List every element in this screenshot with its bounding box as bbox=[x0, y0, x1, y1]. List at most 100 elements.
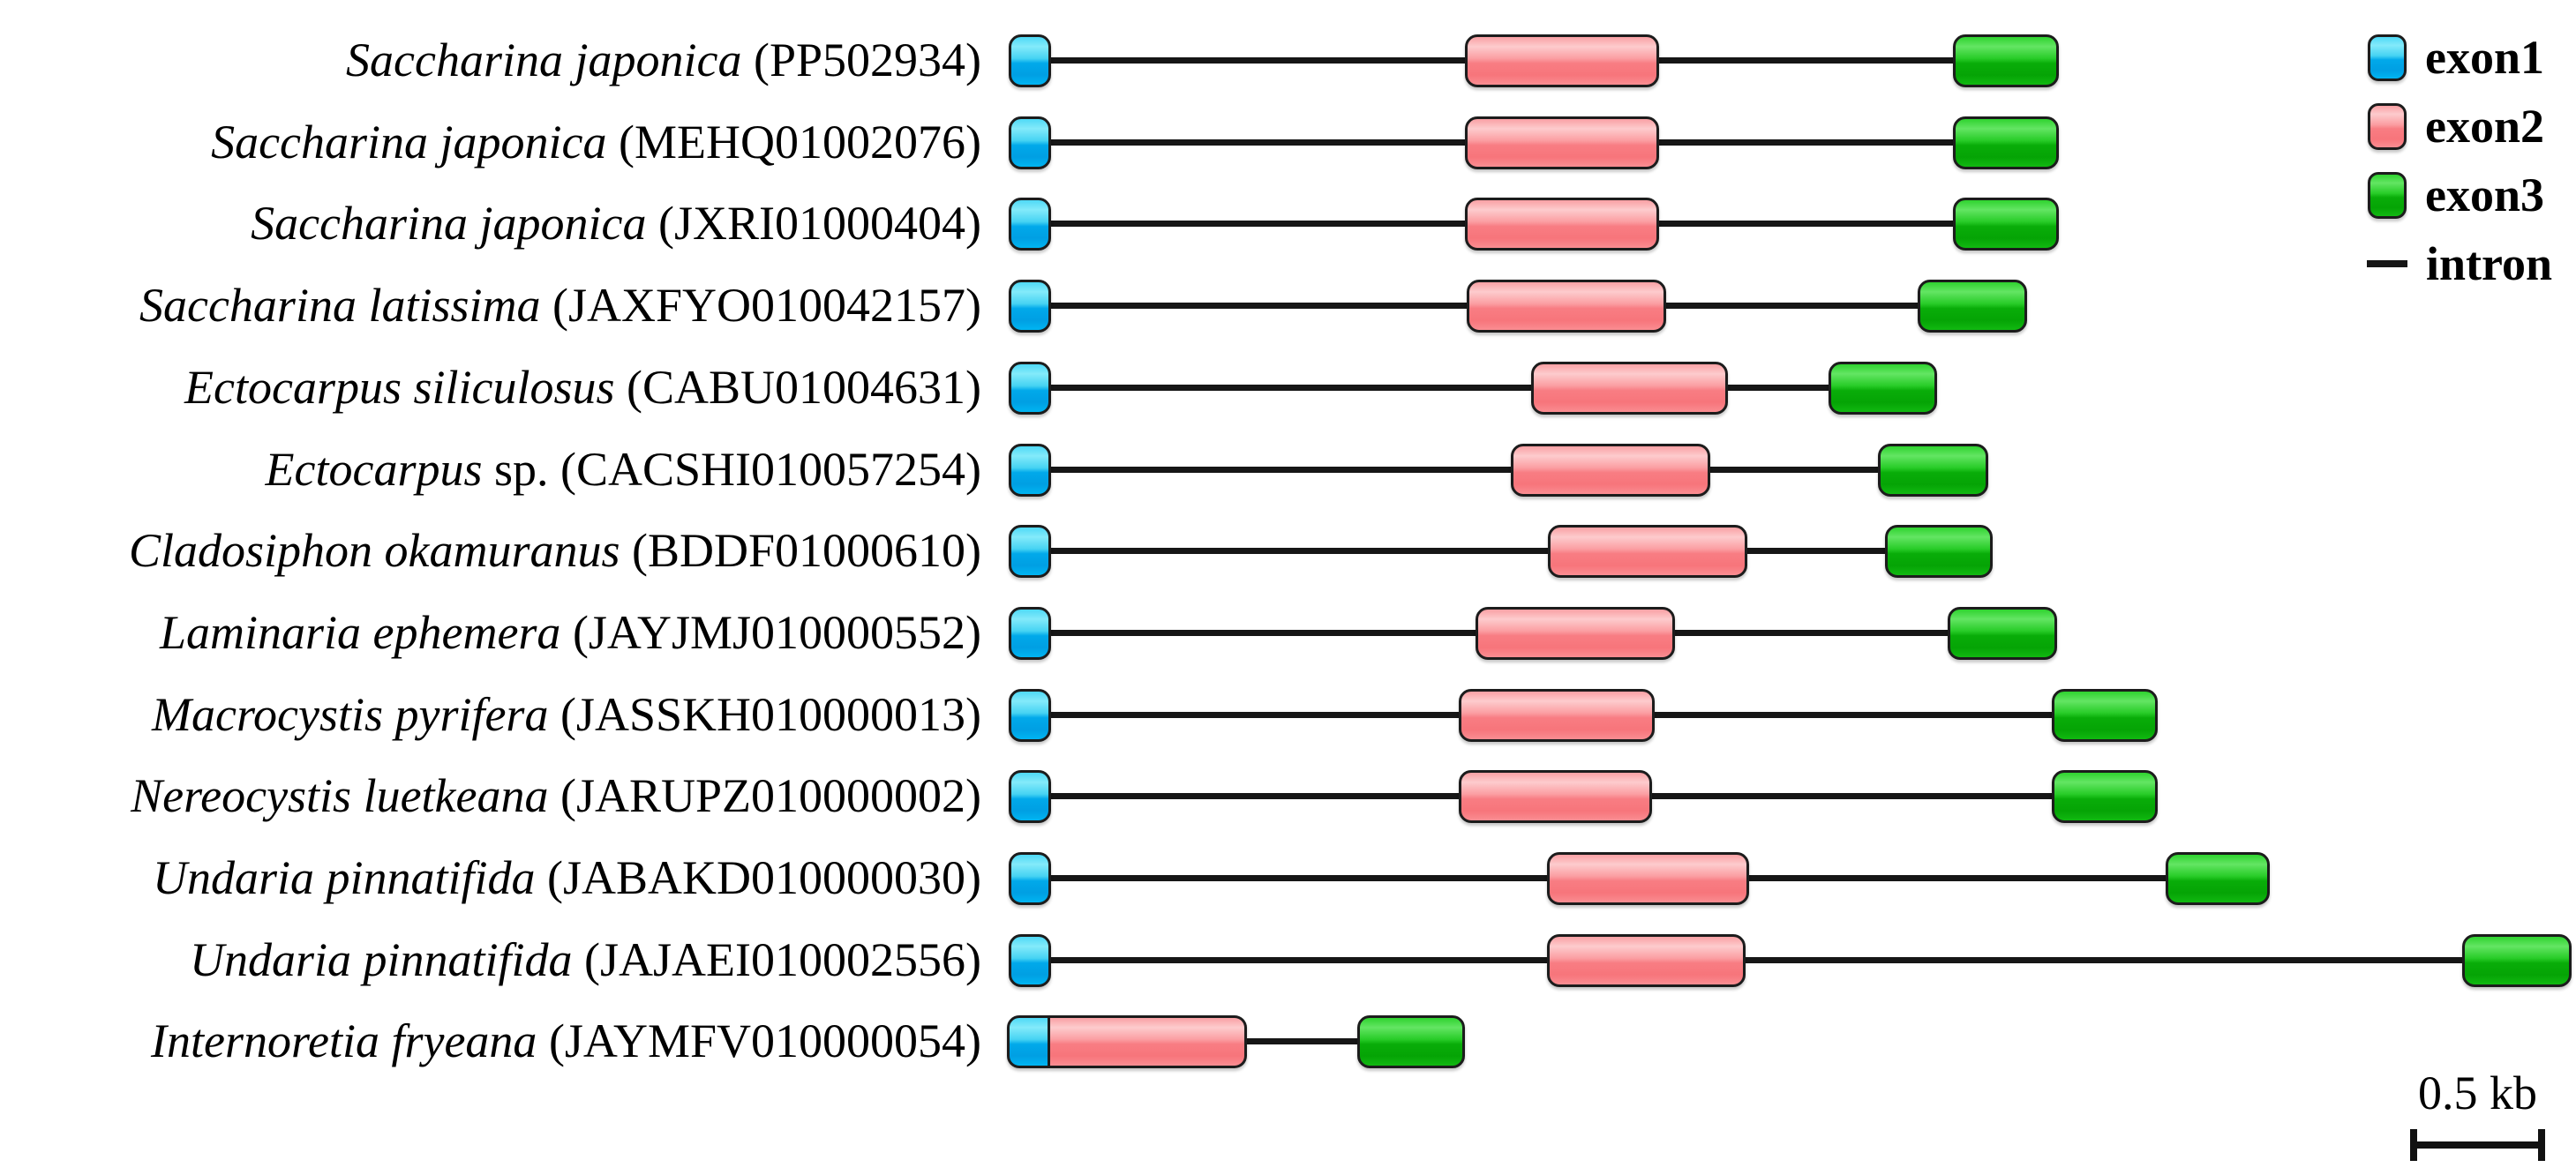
gene-row: Saccharina japonica (JXRI01000404) bbox=[0, 183, 2576, 265]
intron-line bbox=[1049, 221, 1467, 227]
exon2-block bbox=[1465, 198, 1659, 251]
species-name: Undaria pinnatifida bbox=[190, 933, 573, 986]
gene-row: Undaria pinnatifida (JABAKD010000030) bbox=[0, 837, 2576, 919]
species-name: Internoretia fryeana bbox=[151, 1014, 537, 1067]
legend-label-exon3: exon3 bbox=[2425, 168, 2544, 221]
intron-line bbox=[1664, 303, 1919, 309]
exon3-block bbox=[1953, 198, 2059, 251]
species-label: Cladosiphon okamuranus (BDDF01000610) bbox=[0, 510, 981, 592]
accession-number: (JAYJMJ010000552) bbox=[560, 606, 981, 659]
exon3-block bbox=[1948, 607, 2057, 660]
species-name: Saccharina japonica bbox=[251, 197, 647, 250]
gene-row: Saccharina japonica (MEHQ01002076) bbox=[0, 101, 2576, 183]
exon3-block bbox=[1918, 280, 2027, 333]
species-name: Ectocarpus bbox=[265, 443, 483, 496]
exon2-block bbox=[1465, 34, 1659, 87]
species-label: Internoretia fryeana (JAYMFV010000054) bbox=[0, 1000, 981, 1082]
species-label: Saccharina japonica (PP502934) bbox=[0, 19, 981, 101]
gene-row: Cladosiphon okamuranus (BDDF01000610) bbox=[0, 510, 2576, 592]
intron-dash-icon bbox=[2367, 260, 2407, 267]
legend-item-exon3: exon3 bbox=[2368, 170, 2544, 220]
exon1-block bbox=[1009, 444, 1051, 497]
legend-label-intron: intron bbox=[2426, 237, 2553, 290]
accession-number: (PP502934) bbox=[741, 34, 981, 86]
species-label: Ectocarpus siliculosus (CABU01004631) bbox=[0, 347, 981, 429]
exon1-block bbox=[1009, 934, 1051, 987]
exon2-block bbox=[1459, 770, 1652, 823]
intron-line bbox=[1726, 385, 1830, 391]
exon2-block bbox=[1476, 607, 1675, 660]
accession-number: (BDDF01000610) bbox=[620, 524, 981, 577]
intron-line bbox=[1744, 957, 2464, 963]
intron-line bbox=[1049, 385, 1533, 391]
exon3-block bbox=[1357, 1015, 1465, 1068]
gene-row: Saccharina japonica (PP502934) bbox=[0, 19, 2576, 101]
exon2-block bbox=[1547, 934, 1746, 987]
gene-row: Saccharina latissima (JAXFYO010042157) bbox=[0, 265, 2576, 347]
species-label: Undaria pinnatifida (JAJAEI010002556) bbox=[0, 919, 981, 1001]
exon3-block bbox=[2052, 689, 2158, 742]
accession-number: (JAJAEI010002556) bbox=[572, 933, 981, 986]
intron-line bbox=[1657, 57, 1955, 64]
exon1-block bbox=[1009, 607, 1051, 660]
exon2-block bbox=[1050, 1015, 1247, 1068]
species-label: Ectocarpus sp. (CACSHI010057254) bbox=[0, 429, 981, 511]
species-label: Laminaria ephemera (JAYJMJ010000552) bbox=[0, 592, 981, 674]
exon2-block bbox=[1465, 116, 1659, 169]
intron-line bbox=[1657, 221, 1955, 227]
species-label: Undaria pinnatifida (JABAKD010000030) bbox=[0, 837, 981, 919]
exon1-block bbox=[1009, 116, 1051, 169]
gene-row: Nereocystis luetkeana (JARUPZ010000002) bbox=[0, 755, 2576, 837]
exon3-block bbox=[1885, 525, 1993, 578]
exon2-block bbox=[1459, 689, 1655, 742]
intron-line bbox=[1049, 875, 1549, 881]
exon2-block bbox=[1548, 525, 1747, 578]
species-label: Saccharina japonica (JXRI01000404) bbox=[0, 183, 981, 265]
species-name: Saccharina japonica bbox=[346, 34, 742, 86]
legend-item-intron: intron bbox=[2367, 239, 2552, 288]
gene-row: Internoretia fryeana (JAYMFV010000054) bbox=[0, 1000, 2576, 1082]
exon3-block bbox=[1953, 116, 2059, 169]
legend-label-exon2: exon2 bbox=[2425, 100, 2544, 153]
exon1-block bbox=[1009, 362, 1051, 415]
species-label: Macrocystis pyrifera (JASSKH010000013) bbox=[0, 674, 981, 756]
exon1-block bbox=[1009, 770, 1051, 823]
species-name: Saccharina japonica bbox=[211, 116, 607, 168]
gene-row: Ectocarpus sp. (CACSHI010057254) bbox=[0, 429, 2576, 511]
accession-number: (JASSKH010000013) bbox=[548, 688, 981, 741]
gene-row: Ectocarpus siliculosus (CABU01004631) bbox=[0, 347, 2576, 429]
exon2-block bbox=[1467, 280, 1666, 333]
species-name: Nereocystis luetkeana bbox=[131, 769, 549, 822]
accession-number: (MEHQ01002076) bbox=[606, 116, 981, 168]
legend-item-exon2: exon2 bbox=[2368, 101, 2544, 151]
accession-number: (JXRI01000404) bbox=[646, 197, 981, 250]
intron-line bbox=[1245, 1038, 1359, 1044]
intron-line bbox=[1650, 793, 2054, 799]
intron-line bbox=[1049, 139, 1467, 146]
exon3-block bbox=[2052, 770, 2158, 823]
exon2-swatch-icon bbox=[2368, 102, 2407, 150]
exon1-block bbox=[1009, 280, 1051, 333]
species-name: Macrocystis pyrifera bbox=[152, 688, 549, 741]
exon2-block bbox=[1511, 444, 1710, 497]
exon2-block bbox=[1547, 852, 1749, 905]
intron-line bbox=[1049, 793, 1461, 799]
exon3-block bbox=[2166, 852, 2270, 905]
intron-line bbox=[1049, 630, 1477, 636]
exon1-block bbox=[1009, 34, 1051, 87]
gene-row: Undaria pinnatifida (JAJAEI010002556) bbox=[0, 919, 2576, 1001]
exon3-swatch-icon bbox=[2368, 171, 2407, 219]
accession-number: (CACSHI010057254) bbox=[548, 443, 981, 496]
species-label: Saccharina latissima (JAXFYO010042157) bbox=[0, 265, 981, 347]
scale-bar-line bbox=[2410, 1129, 2545, 1161]
scale-bar-label: 0.5 kb bbox=[2418, 1066, 2537, 1119]
exon1-block bbox=[1009, 689, 1051, 742]
exon1-block bbox=[1009, 852, 1051, 905]
intron-line bbox=[1049, 57, 1467, 64]
legend-label-exon1: exon1 bbox=[2425, 31, 2544, 84]
exon2-block bbox=[1531, 362, 1728, 415]
accession-number: (JABAKD010000030) bbox=[535, 851, 981, 904]
accession-number: (CABU01004631) bbox=[614, 361, 981, 414]
exon1-swatch-icon bbox=[2368, 34, 2407, 81]
exon1-block bbox=[1009, 198, 1051, 251]
